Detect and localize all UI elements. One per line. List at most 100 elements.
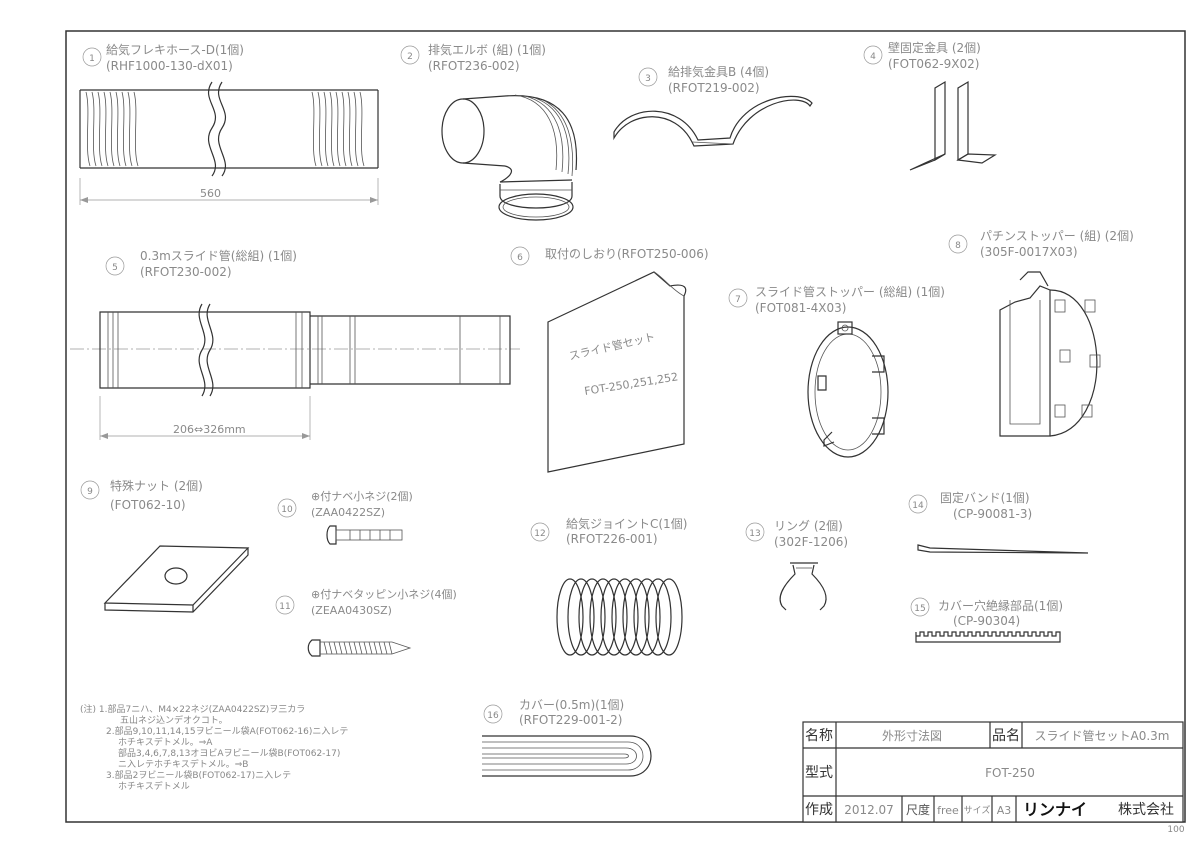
note-line: ホチキスデトメル (118, 780, 190, 792)
part-name: 固定バンド(1個) (940, 490, 1030, 505)
part-number: 12 (534, 529, 545, 539)
part-number: 10 (281, 505, 293, 515)
part-6: 6 取付のしおり(RFOT250-006) (510, 246, 709, 266)
product-value: スライド管セットA0.3m (1035, 728, 1170, 743)
name-value: 外形寸法図 (882, 729, 942, 743)
part-name: スライド管ストッパー (総組) (1個) (755, 284, 945, 299)
part-name: 壁固定金具 (2個) (888, 40, 981, 55)
slide-pipe-drawing: 206⇔326mm (70, 303, 520, 440)
part-number: 13 (749, 529, 760, 539)
part-12: 12 給気ジョイントC(1個) (RFOT226-001) (530, 516, 687, 546)
note-line: ニ入レテホチキスデトメル。⇒B (118, 758, 248, 770)
company-suffix: 株式会社 (1118, 802, 1174, 818)
part-code: (RFOT236-002) (428, 59, 520, 73)
part-code: (ZAA0422SZ) (311, 506, 385, 519)
notes-block: (注) 1.部品7ニハ、M4×22ネジ(ZAA0422SZ)ヲ三カラ 五山ネジ込… (80, 703, 348, 792)
model-label: 型式 (805, 765, 833, 781)
pan-screw-drawing (326, 525, 403, 545)
part-code: (RHF1000-130-dX01) (106, 59, 233, 73)
part-number: 8 (955, 241, 961, 251)
part-7: 7 スライド管ストッパー (総組) (1個) (FOT081-4X03) (728, 284, 945, 315)
part-number: 16 (487, 711, 499, 721)
part-code: (RFOT230-002) (140, 265, 232, 279)
part-name: 給気ジョイントC(1個) (566, 516, 687, 531)
fitting-b-drawing (613, 95, 813, 147)
part-name: 特殊ナット (2個) (110, 478, 203, 493)
product-label: 品名 (992, 728, 1020, 744)
note-line: 五山ネジ込ンデオクコト。 (120, 714, 228, 726)
manual-booklet-drawing: スライド管セット FOT-250,251,252 (547, 271, 687, 473)
part-code: (CP-90304) (953, 614, 1020, 628)
part-15: 15 カバー穴絶縁部品(1個) (CP-90304) (910, 597, 1063, 628)
part-number: 14 (912, 501, 924, 511)
part-16: 16 カバー(0.5m)(1個) (RFOT229-001-2) (483, 698, 624, 727)
wall-bracket-drawing (909, 80, 998, 171)
part-5: 5 0.3mスライド管(総組) (1個) (RFOT230-002) (105, 248, 297, 279)
part-number: 9 (87, 487, 93, 497)
part-13: 13 リング (2個) (302F-1206) (745, 519, 848, 549)
part-number: 1 (89, 54, 95, 64)
part-4: 4 壁固定金具 (2個) (FOT062-9X02) (863, 40, 981, 71)
part-name: 給排気金具B (4個) (668, 64, 769, 79)
part-code: (RFOT219-002) (668, 81, 760, 95)
note-line: 部品3,4,6,7,8,13オヨビAヲビニール袋B(FOT062-17) (118, 747, 340, 759)
part-code: (RFOT226-001) (566, 532, 658, 546)
part-number: 5 (112, 263, 118, 273)
size-value: A3 (997, 804, 1012, 817)
part-name: 0.3mスライド管(総組) (1個) (140, 248, 297, 263)
part-name: カバー穴絶縁部品(1個) (938, 598, 1063, 613)
part-code: (FOT062-9X02) (888, 57, 979, 71)
part-1: 1 給気フレキホース-D(1個) (RHF1000-130-dX01) (82, 42, 244, 73)
part-number: 15 (914, 604, 925, 614)
part-name: リング (2個) (774, 519, 843, 533)
fixing-band-drawing (917, 544, 1089, 554)
part-name: 給気フレキホース-D(1個) (106, 42, 244, 57)
company-logo: リンナイ (1023, 800, 1087, 819)
note-line: 2.部品9,10,11,14,15ヲビニール袋A(FOT062-16)ニ入レテ (106, 725, 348, 737)
part-name: パチンストッパー (組) (2個) (980, 229, 1134, 243)
part-number-circle (82, 47, 102, 67)
flex-hose-drawing: 560 (79, 81, 379, 205)
part-code: (FOT062-10) (110, 498, 186, 512)
part-name: ⊕付ナベタッピン小ネジ(4個) (311, 588, 457, 601)
part-2: 2 排気エルボ (組) (1個) (RFOT236-002) (400, 42, 546, 73)
cover-drawing (482, 735, 652, 777)
corner-mark: 100 (1167, 825, 1184, 835)
made-label: 作成 (805, 802, 833, 818)
part-10: 10 ⊕付ナベ小ネジ(2個) (ZAA0422SZ) (277, 490, 413, 519)
part-number: 7 (735, 295, 741, 305)
made-value: 2012.07 (844, 803, 894, 817)
part-number: 4 (870, 52, 876, 62)
insulator-strip-drawing (915, 631, 1061, 643)
part-code: (FOT081-4X03) (755, 301, 846, 315)
part-number: 11 (279, 602, 290, 612)
part-number: 3 (645, 74, 651, 84)
part-14: 14 固定バンド(1個) (CP-90081-3) (908, 490, 1032, 521)
part-name: カバー(0.5m)(1個) (519, 698, 624, 712)
special-nut-drawing (103, 545, 250, 613)
supply-joint-drawing (556, 578, 683, 656)
part-code: (ZEAA0430SZ) (311, 604, 392, 617)
tapping-screw-drawing (307, 639, 412, 657)
part-code: (CP-90081-3) (953, 507, 1032, 521)
part-code: (305F-0017X03) (980, 245, 1078, 259)
scale-value: free (937, 804, 959, 817)
part-number: 6 (517, 253, 523, 263)
slide-range-dimension: 206⇔326mm (173, 423, 246, 436)
part-8: 8 パチンストッパー (組) (2個) (305F-0017X03) (948, 229, 1134, 259)
scale-label: 尺度 (906, 802, 930, 817)
part-9: 9 特殊ナット (2個) (FOT062-10) (80, 478, 203, 512)
name-label: 名称 (805, 728, 833, 744)
ring-drawing (779, 562, 827, 611)
part-name: 取付のしおり(RFOT250-006) (545, 247, 709, 261)
note-line: 3.部品2ヲビニール袋B(FOT062-17)ニ入レテ (106, 769, 291, 781)
part-name: ⊕付ナベ小ネジ(2個) (311, 490, 413, 503)
part-code: (302F-1206) (774, 535, 848, 549)
manual-line-2: FOT-250,251,252 (583, 370, 679, 398)
part-name: 排気エルボ (組) (1個) (428, 42, 546, 57)
model-value: FOT-250 (985, 766, 1035, 780)
part-number: 2 (407, 52, 413, 62)
manual-line-1: スライド管セット (568, 329, 657, 362)
pipe-stopper-drawing (807, 321, 889, 458)
